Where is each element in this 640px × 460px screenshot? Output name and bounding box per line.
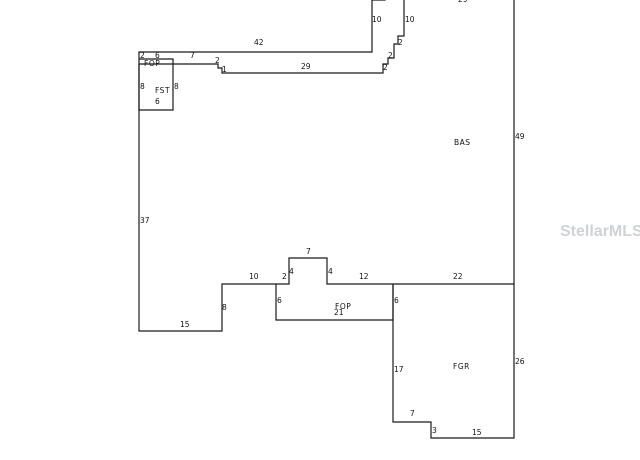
dim-label: 2 <box>388 51 393 60</box>
fgr-outline <box>392 284 515 439</box>
dim-label: 4 <box>289 267 294 276</box>
area-label-fop-top: FOP <box>144 59 160 68</box>
dim-label: 6 <box>277 296 282 305</box>
watermark-logo: StellarMLS <box>560 223 640 240</box>
dim-label: 21 <box>334 308 344 317</box>
upper-notch-outline <box>139 0 405 74</box>
dim-label: 8 <box>174 82 179 91</box>
dim-label: 7 <box>190 51 195 60</box>
dim-label: 6 <box>155 97 160 106</box>
dim-label: 1 <box>222 65 227 74</box>
dim-label: 2 <box>140 51 145 60</box>
dim-label: 42 <box>254 38 264 47</box>
dim-label: 2 <box>398 38 403 47</box>
area-label-fop-front: FOP <box>335 302 351 311</box>
dim-label: 2 <box>282 272 287 281</box>
dim-label: 7 <box>410 409 415 418</box>
dim-label: 6 <box>394 296 399 305</box>
dim-label: 10 <box>405 15 415 24</box>
dim-label: 7 <box>306 247 311 256</box>
dim-label: 2 <box>383 63 388 72</box>
area-label-fgr: FGR <box>453 362 470 371</box>
dim-label: 49 <box>515 132 525 141</box>
dim-label: 37 <box>140 216 150 225</box>
dim-label: 8 <box>222 303 227 312</box>
dim-label: 8 <box>140 82 145 91</box>
dim-label: 12 <box>359 272 369 281</box>
fst-outline <box>138 64 174 111</box>
dim-label: 10 <box>372 15 382 24</box>
area-label-fst: FST <box>155 86 170 95</box>
dim-label: 22 <box>453 272 463 281</box>
dim-label: 29 <box>301 62 311 71</box>
dim-label: 4 <box>328 267 333 276</box>
dim-label: 2 <box>215 56 220 65</box>
dim-label: 29 <box>458 0 468 4</box>
dim-label: 15 <box>180 320 190 329</box>
dim-label: 17 <box>394 365 404 374</box>
dim-label: 10 <box>249 272 259 281</box>
dim-label: 26 <box>515 357 525 366</box>
dim-label: 15 <box>472 428 482 437</box>
bas-outline <box>138 0 515 332</box>
dim-label: 6 <box>155 51 160 60</box>
area-label-bas: BAS <box>454 138 471 147</box>
dim-label: 3 <box>432 426 437 435</box>
